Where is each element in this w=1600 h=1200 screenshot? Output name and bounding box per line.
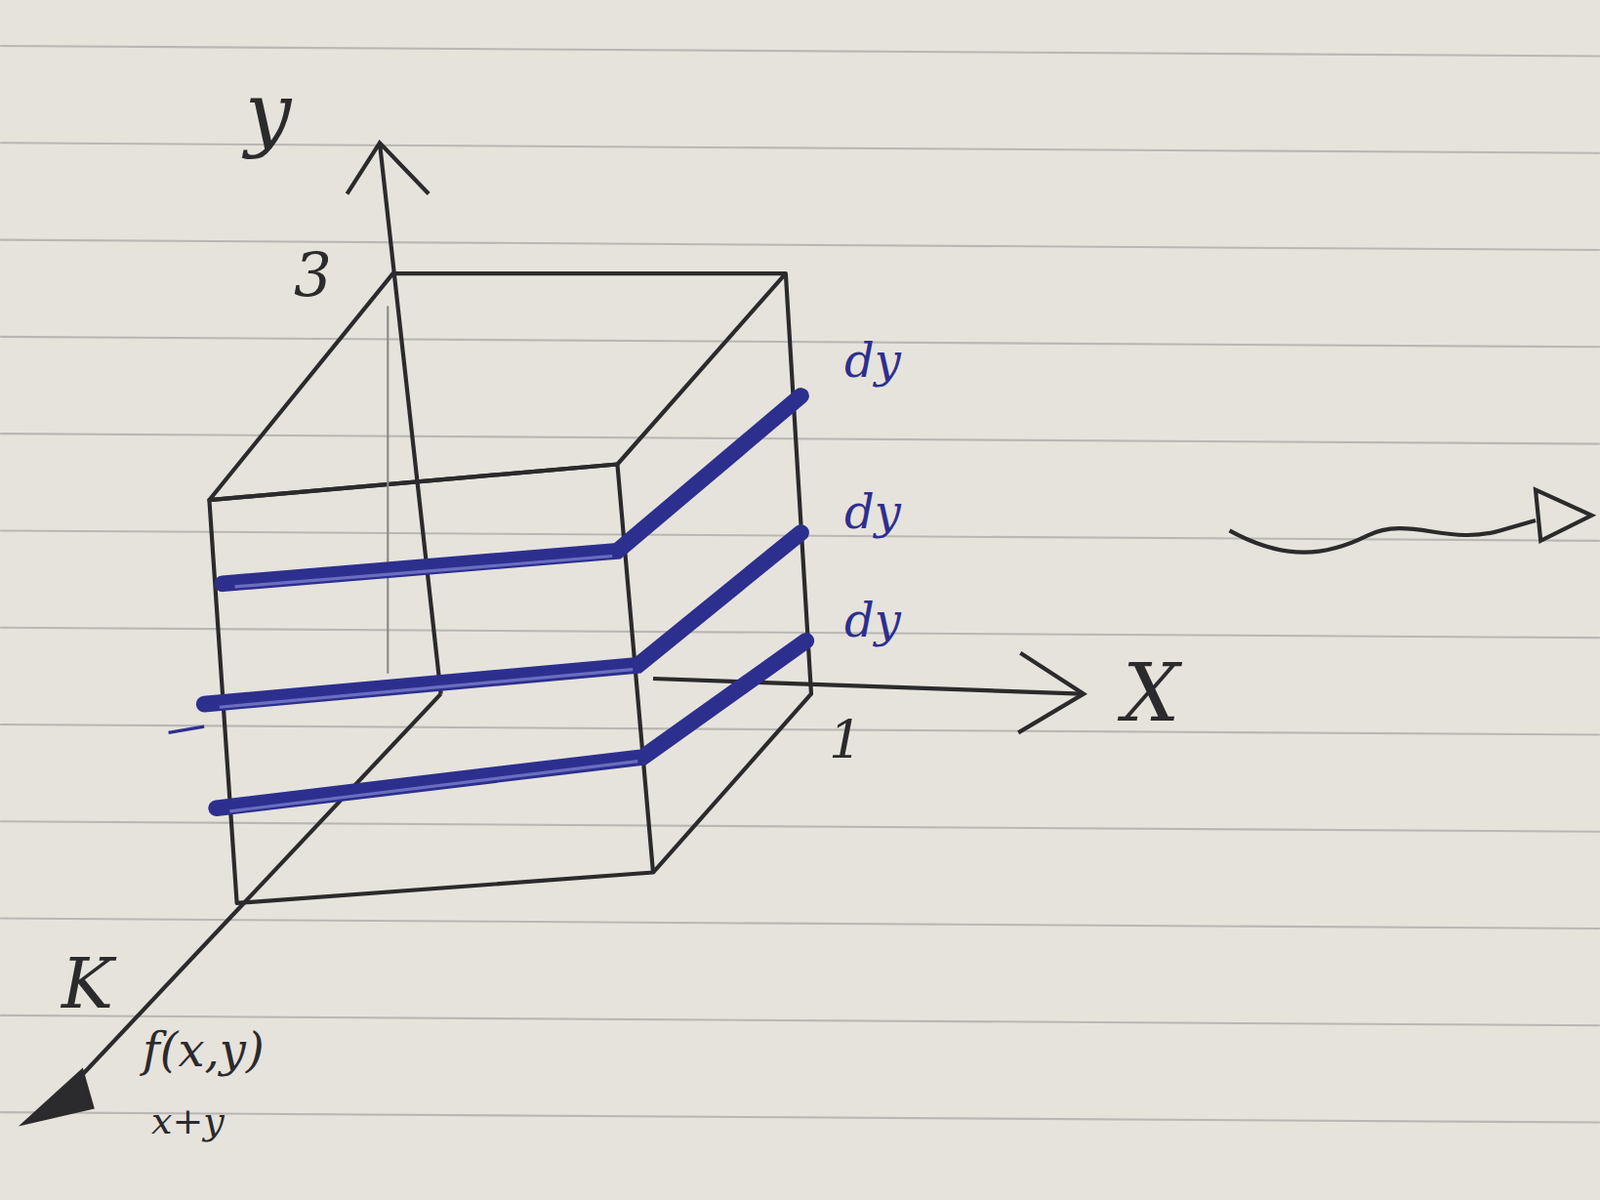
function-label: x+y	[151, 1102, 225, 1140]
strip-hatching	[219, 556, 638, 812]
axis-label: X	[1122, 653, 1180, 734]
function-label: f(x,y)	[142, 1025, 265, 1073]
strips	[204, 395, 807, 808]
axis-label: y	[245, 71, 291, 154]
dimension-label: dy	[844, 596, 902, 644]
dimension-value: 3	[293, 245, 332, 305]
strip-edges	[168, 726, 206, 733]
dimension-value: 1	[828, 714, 862, 768]
axes	[25, 142, 1084, 1122]
paper-lines	[0, 45, 1600, 1123]
dimension-label: dy	[844, 488, 902, 535]
dimension-label: dy	[844, 336, 902, 384]
axis-label: K	[61, 948, 114, 1019]
squiggle-arrow	[1229, 490, 1592, 553]
